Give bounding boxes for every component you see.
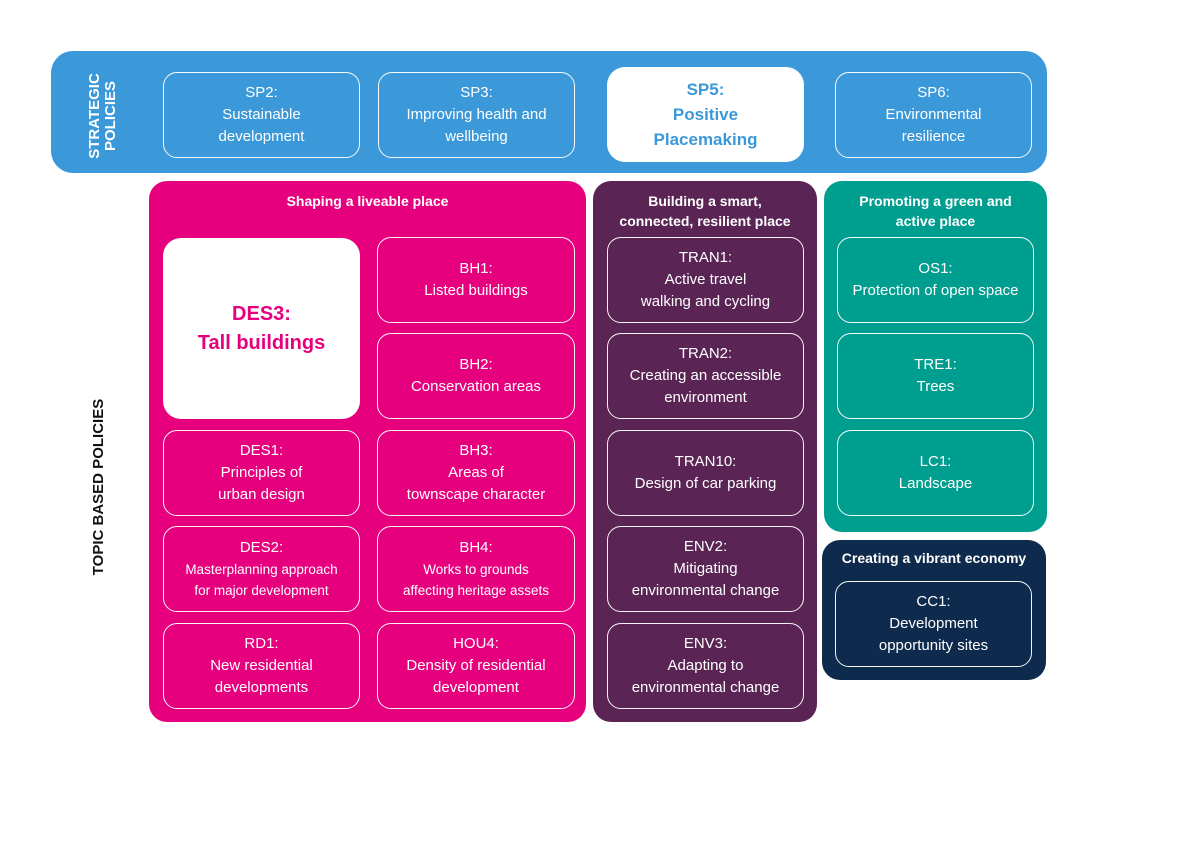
policy-box-tran1[interactable]: TRAN1: Active travel walking and cycling bbox=[607, 237, 804, 323]
strategic-policies-band bbox=[51, 51, 1047, 173]
policy-box-bh1[interactable]: BH1: Listed buildings bbox=[377, 237, 575, 323]
policy-box-sp6[interactable]: SP6: Environmental resilience bbox=[835, 72, 1032, 158]
policy-box-des1[interactable]: DES1: Principles of urban design bbox=[163, 430, 360, 516]
policy-code: SP6: bbox=[917, 84, 950, 101]
policy-description: Principles of urban design bbox=[218, 464, 305, 503]
policy-code: BH2: bbox=[459, 356, 493, 373]
policy-box-sp5-highlight[interactable]: SP5: Positive Placemaking bbox=[607, 67, 804, 162]
policy-box-os1[interactable]: OS1: Protection of open space bbox=[837, 237, 1034, 323]
policy-box-lc1[interactable]: LC1: Landscape bbox=[837, 430, 1034, 516]
policy-code: ENV2: bbox=[683, 538, 728, 555]
policy-description: Areas of townscape character bbox=[406, 464, 546, 503]
policy-description: Sustainable development bbox=[218, 106, 305, 145]
policy-box-tran2[interactable]: TRAN2: Creating an accessible environmen… bbox=[607, 333, 804, 419]
policy-description: Density of residential development bbox=[406, 657, 546, 696]
policy-box-hou4[interactable]: HOU4: Density of residential development bbox=[377, 623, 575, 709]
policy-code: HOU4: bbox=[453, 635, 499, 652]
policy-description: Listed buildings bbox=[424, 282, 528, 299]
policy-code: DES2: bbox=[239, 539, 284, 556]
policy-code: BH4: bbox=[459, 539, 493, 556]
policy-description: Landscape bbox=[898, 475, 973, 492]
policy-description: New residential developments bbox=[210, 657, 313, 696]
policy-code: SP3: bbox=[460, 84, 493, 101]
policy-code: BH1: bbox=[459, 260, 493, 277]
policy-code: TRE1: bbox=[914, 356, 957, 373]
policy-description: Mitigating environmental change bbox=[631, 560, 780, 599]
policy-code: CC1: bbox=[916, 593, 951, 610]
policy-code: DES3: bbox=[232, 302, 291, 325]
policy-box-cc1[interactable]: CC1: Development opportunity sites bbox=[835, 581, 1032, 667]
policy-code: TRAN1: bbox=[678, 249, 733, 266]
group-title-green: Promoting a green and active place bbox=[859, 193, 1012, 229]
policy-code: SP5: bbox=[686, 80, 725, 99]
policy-code: SP2: bbox=[245, 84, 278, 101]
policy-description: Trees bbox=[916, 378, 955, 395]
policy-code: ENV3: bbox=[683, 635, 728, 652]
policy-code: RD1: bbox=[244, 635, 279, 652]
policy-description: Creating an accessible environment bbox=[629, 367, 782, 406]
policy-description: Design of car parking bbox=[634, 475, 777, 492]
group-title-smart: Building a smart, connected, resilient p… bbox=[619, 193, 791, 229]
policy-code: OS1: bbox=[918, 260, 953, 277]
policy-description: Conservation areas bbox=[410, 378, 542, 395]
group-panel-smart bbox=[593, 181, 817, 722]
policy-code: TRAN2: bbox=[678, 345, 733, 362]
policy-description: Improving health and wellbeing bbox=[406, 106, 547, 145]
policy-code: DES1: bbox=[239, 442, 284, 459]
group-panel-economy bbox=[822, 540, 1046, 680]
policy-description: Adapting to environmental change bbox=[631, 657, 780, 696]
policy-description: Active travel walking and cycling bbox=[640, 271, 771, 310]
topic-based-policies-label: TOPIC BASED POLICIES bbox=[89, 398, 107, 576]
policy-description: Environmental resilience bbox=[885, 106, 982, 145]
policy-description: Masterplanning approach for major develo… bbox=[185, 562, 338, 598]
policy-box-rd1[interactable]: RD1: New residential developments bbox=[163, 623, 360, 709]
policy-box-tran10[interactable]: TRAN10: Design of car parking bbox=[607, 430, 804, 516]
policy-box-bh4[interactable]: BH4: Works to grounds affecting heritage… bbox=[377, 526, 575, 612]
policy-box-env3[interactable]: ENV3: Adapting to environmental change bbox=[607, 623, 804, 709]
policy-code: LC1: bbox=[919, 453, 952, 470]
policy-box-tre1[interactable]: TRE1: Trees bbox=[837, 333, 1034, 419]
group-panel-green bbox=[824, 181, 1047, 532]
policy-box-bh2[interactable]: BH2: Conservation areas bbox=[377, 333, 575, 419]
policy-code: TRAN10: bbox=[674, 453, 737, 470]
policy-description: Development opportunity sites bbox=[878, 615, 989, 654]
policy-box-sp3[interactable]: SP3: Improving health and wellbeing bbox=[378, 72, 575, 158]
policy-box-des2[interactable]: DES2: Masterplanning approach for major … bbox=[163, 526, 360, 612]
policy-box-des3-highlight[interactable]: DES3: Tall buildings bbox=[163, 238, 360, 419]
policy-box-bh3[interactable]: BH3: Areas of townscape character bbox=[377, 430, 575, 516]
policy-code: BH3: bbox=[459, 442, 493, 459]
policy-box-sp2[interactable]: SP2: Sustainable development bbox=[163, 72, 360, 158]
policy-description: Works to grounds affecting heritage asse… bbox=[402, 562, 550, 598]
policy-description: Tall buildings bbox=[197, 331, 326, 354]
group-title-economy: Creating a vibrant economy bbox=[841, 550, 1027, 566]
policy-description: Protection of open space bbox=[852, 282, 1019, 299]
policy-description: Positive Placemaking bbox=[653, 105, 758, 149]
policy-box-env2[interactable]: ENV2: Mitigating environmental change bbox=[607, 526, 804, 612]
group-title-liveable: Shaping a liveable place bbox=[286, 193, 449, 209]
